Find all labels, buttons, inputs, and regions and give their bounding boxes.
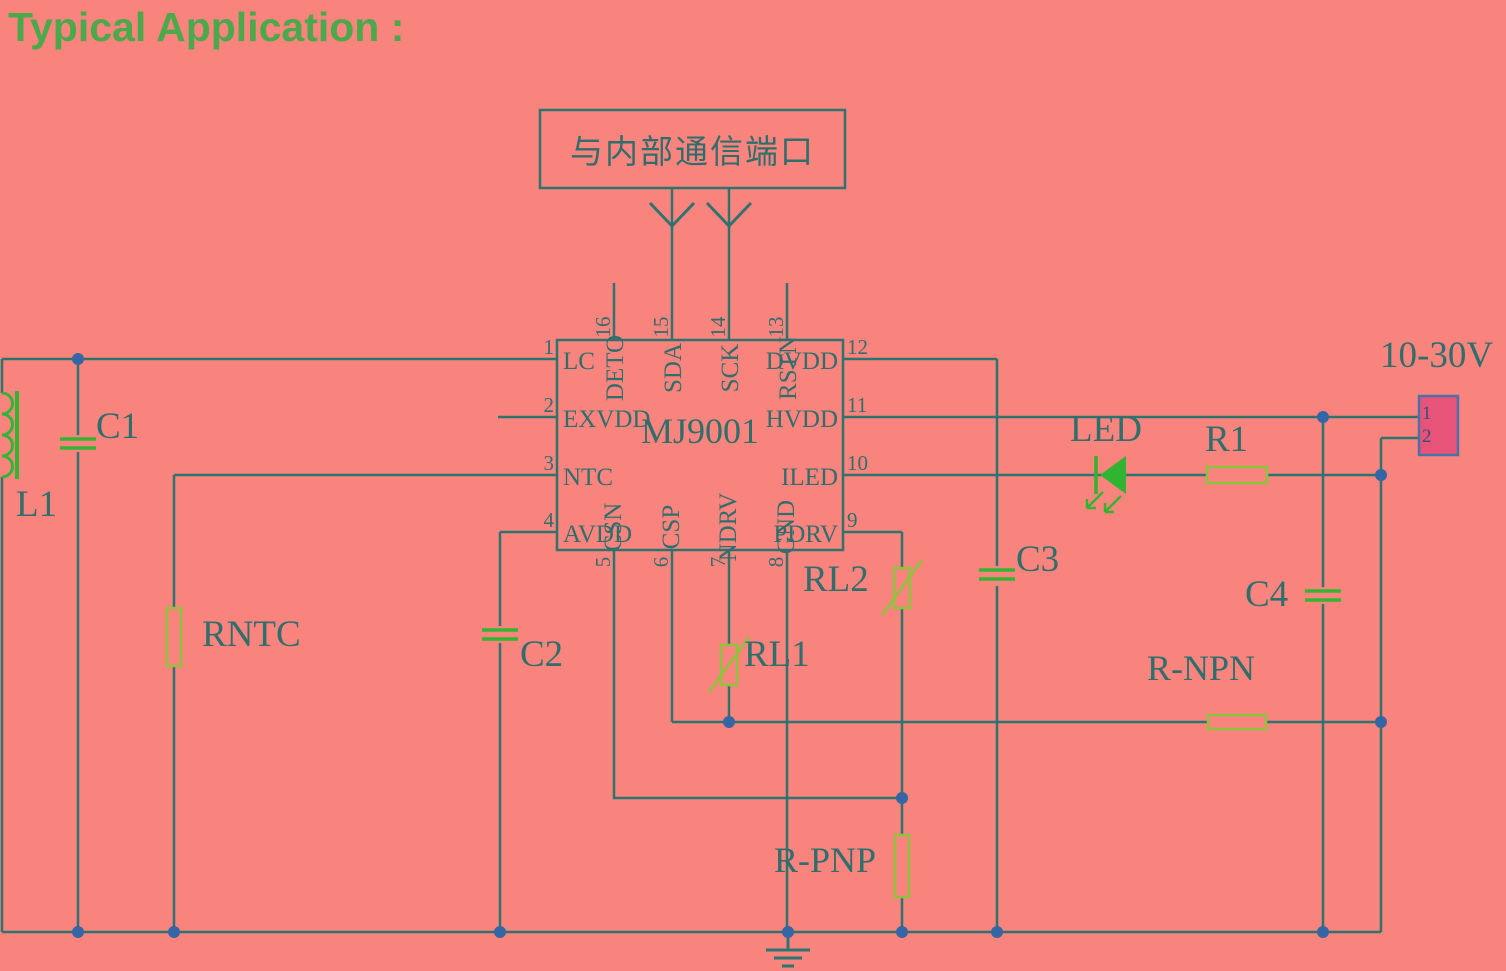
rntc-label: RNTC [202, 614, 301, 655]
chip-name: MJ9001 [640, 411, 760, 451]
junction-dot [1317, 926, 1329, 938]
junction-dots [72, 353, 1387, 938]
led-label: LED [1070, 409, 1142, 450]
junction-dot [991, 926, 1003, 938]
supply-voltage-label: 10-30V [1380, 335, 1494, 376]
rnpn-resistor-symbol [1206, 713, 1268, 731]
pin-label-hvdd: HVDD [765, 406, 838, 433]
pin-label-ndrv: NDRV [715, 492, 742, 562]
c4-label: C4 [1245, 574, 1289, 615]
pin-number-9: 9 [847, 508, 858, 532]
junction-dot [1375, 469, 1387, 481]
comm-port-label: 与内部通信端口 [570, 135, 815, 171]
pin-label-deto: DETO [602, 334, 629, 402]
junction-dot [782, 926, 794, 938]
wire-dvdd-branch [843, 357, 999, 932]
resistor-symbols [165, 465, 1269, 899]
wire-csn-branch [612, 550, 902, 800]
c3-label: C3 [1016, 539, 1060, 580]
arrow-down-icon [705, 201, 753, 229]
pin-label-avdd: AVDD [563, 521, 632, 548]
arrow-down-icon [648, 201, 696, 229]
led-symbol [1085, 456, 1126, 514]
c1-label: C1 [96, 406, 140, 447]
pin-label-rstn: RSTN [775, 336, 802, 400]
comm-port-box [538, 108, 847, 190]
supply-connector [1417, 394, 1460, 457]
r-npn-label: R-NPN [1147, 648, 1256, 688]
junction-dot [168, 926, 180, 938]
pin-number-11: 11 [847, 393, 868, 417]
pin-label-pdrv: PDRV [773, 521, 838, 548]
r1-resistor-symbol [1205, 465, 1269, 485]
junction-dot [896, 926, 908, 938]
c2-label: C2 [520, 634, 564, 675]
pin-label-ntc: NTC [563, 464, 613, 491]
c3-capacitor-symbol [979, 568, 1015, 581]
rl2-thermistor-slash [880, 559, 924, 616]
pin-label-csp: CSP [658, 504, 685, 550]
c1-capacitor-symbol [60, 437, 96, 450]
junction-dot [72, 353, 84, 365]
c4-capacitor-symbol [1305, 589, 1341, 602]
rl2-label: RL2 [803, 559, 869, 600]
c2-capacitor-symbol [482, 628, 518, 641]
wire-connector-pin2 [1379, 436, 1419, 932]
pin-number-12: 12 [847, 335, 868, 359]
wires [0, 188, 1419, 934]
rpnp-resistor-symbol [893, 833, 911, 899]
connector-pin2-label: 2 [1422, 426, 1432, 447]
wire-ntc-branch [172, 473, 557, 932]
pin-label-dvdd: DVDD [765, 348, 838, 375]
junction-dot [723, 716, 735, 728]
bus-arrowheads [648, 201, 753, 229]
junction-dot [1317, 411, 1329, 423]
pin-label-sda: SDA [660, 343, 687, 394]
led-emission-arrows-icon [1085, 491, 1122, 514]
chip-body [555, 338, 845, 552]
connector-pin1-label: 1 [1422, 403, 1432, 424]
pin-label-sck: SCK [717, 343, 744, 393]
pin-label-csn: CSN [600, 502, 627, 552]
pin-number-2: 2 [543, 393, 555, 417]
rl1-label: RL1 [744, 634, 810, 675]
junction-dot [72, 926, 84, 938]
r-pnp-label: R-PNP [774, 840, 877, 880]
l1-inductor-symbol [1, 391, 19, 479]
pin-label-gnd: GND [773, 499, 800, 555]
pin-label-iled: ILED [781, 464, 838, 491]
pin-label-lc: LC [563, 348, 595, 375]
pin-number-1: 1 [543, 335, 555, 359]
pin-number-4: 4 [543, 508, 555, 532]
junction-dot [494, 926, 506, 938]
led-triangle [1100, 456, 1126, 494]
pin-label-exvdd: EXVDD [563, 406, 651, 433]
rntc-resistor-symbol [165, 606, 183, 668]
wire-avdd-branch [498, 530, 557, 932]
junction-dot [896, 792, 908, 804]
capacitor-symbols [60, 437, 1341, 641]
junction-dot [1375, 716, 1387, 728]
r1-label: R1 [1205, 419, 1249, 460]
rl1-thermistor-slash [707, 636, 751, 693]
pin-number-3: 3 [543, 451, 555, 475]
page-title: Typical Application : [8, 4, 405, 50]
l1-label: L1 [16, 484, 58, 525]
pin-number-10: 10 [847, 451, 868, 475]
